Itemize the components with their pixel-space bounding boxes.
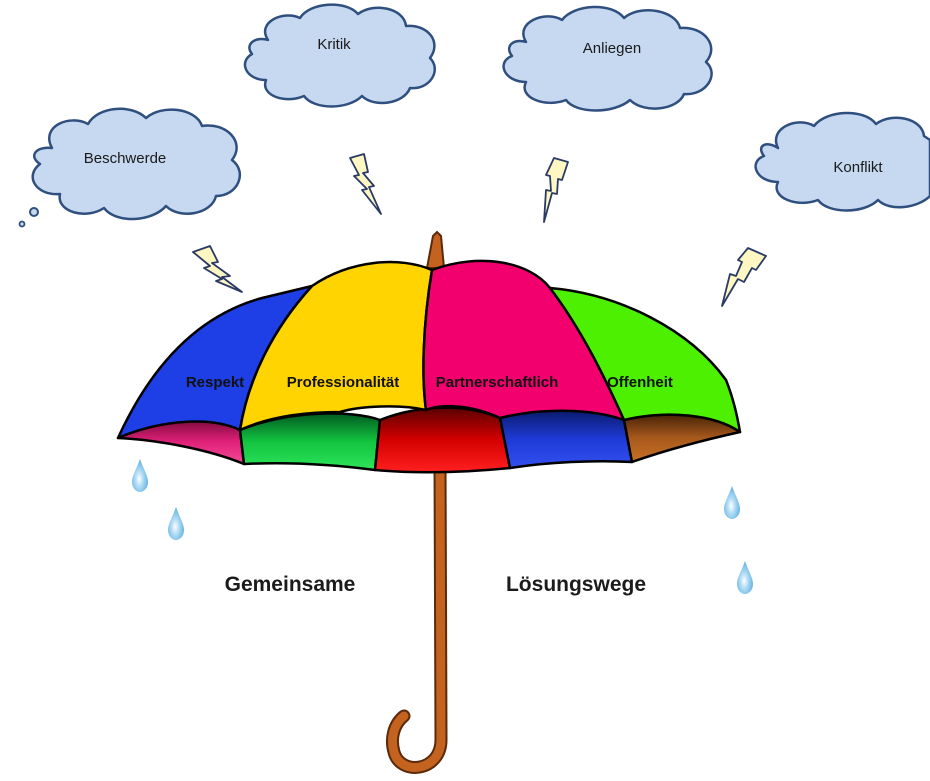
caption-left: Gemeinsame xyxy=(225,573,356,596)
panel-label-offenheit: Offenheit xyxy=(607,374,673,391)
cloud-label-kritik: Kritik xyxy=(317,36,351,53)
panel-label-professionalitaet: Professionalität xyxy=(287,374,400,391)
lightning-icon xyxy=(722,248,766,306)
raindrop-icon xyxy=(724,486,740,519)
lightning-icon xyxy=(193,246,242,292)
cloud-kritik: Kritik xyxy=(245,5,435,107)
lightning-icon xyxy=(544,158,568,222)
cloud-anliegen: Anliegen xyxy=(504,7,712,111)
cloud-konflikt: Konflikt xyxy=(756,113,930,211)
cloud-label-anliegen: Anliegen xyxy=(583,40,641,57)
caption-right: Lösungswege xyxy=(506,573,646,596)
panel-label-respekt: Respekt xyxy=(186,374,244,391)
lightning-icon xyxy=(350,154,381,214)
raindrop-icon xyxy=(168,507,184,540)
raindrop-icon xyxy=(737,561,753,594)
cloud-label-konflikt: Konflikt xyxy=(833,159,883,176)
cloud-beschwerde: Beschwerde xyxy=(20,109,240,227)
cloud-label-beschwerde: Beschwerde xyxy=(84,150,167,167)
raindrop-icon xyxy=(132,459,148,492)
panel-label-partnerschaftlich: Partnerschaftlich xyxy=(436,374,559,391)
